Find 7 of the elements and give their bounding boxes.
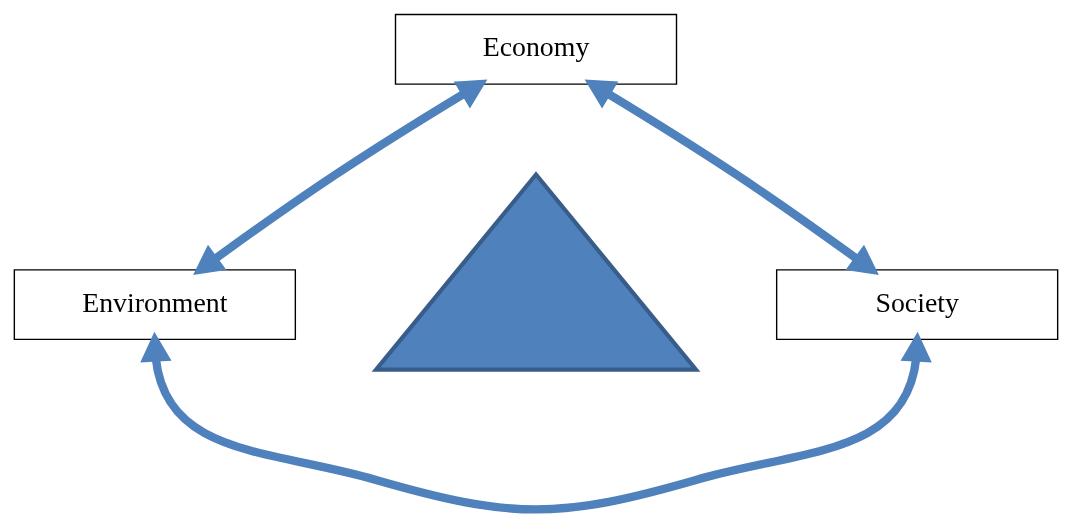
arrow — [584, 79, 879, 275]
node-box: Economy — [394, 13, 678, 85]
arrow — [193, 79, 488, 275]
node-box: Environment — [13, 269, 297, 341]
node-box: Society — [775, 269, 1059, 341]
node-triangle — [371, 171, 701, 372]
arrow — [140, 331, 932, 514]
